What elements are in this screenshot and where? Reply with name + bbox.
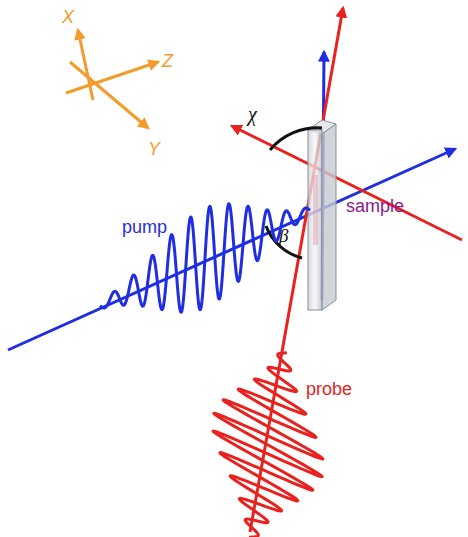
beam-label: pump — [122, 218, 167, 236]
axis-label: Y — [148, 140, 160, 158]
beam-lines — [8, 8, 462, 532]
sample-label: sample — [346, 197, 404, 215]
beam-label: probe — [306, 380, 352, 398]
axis-triad — [66, 30, 158, 128]
axis-label: Z — [162, 52, 173, 70]
wave-packets — [100, 204, 323, 537]
pump-wave — [100, 204, 310, 313]
sample-cuvette — [308, 120, 336, 310]
axis-label: X — [62, 8, 74, 26]
angle-label: β — [279, 226, 288, 245]
angle-label: χ — [248, 104, 257, 124]
